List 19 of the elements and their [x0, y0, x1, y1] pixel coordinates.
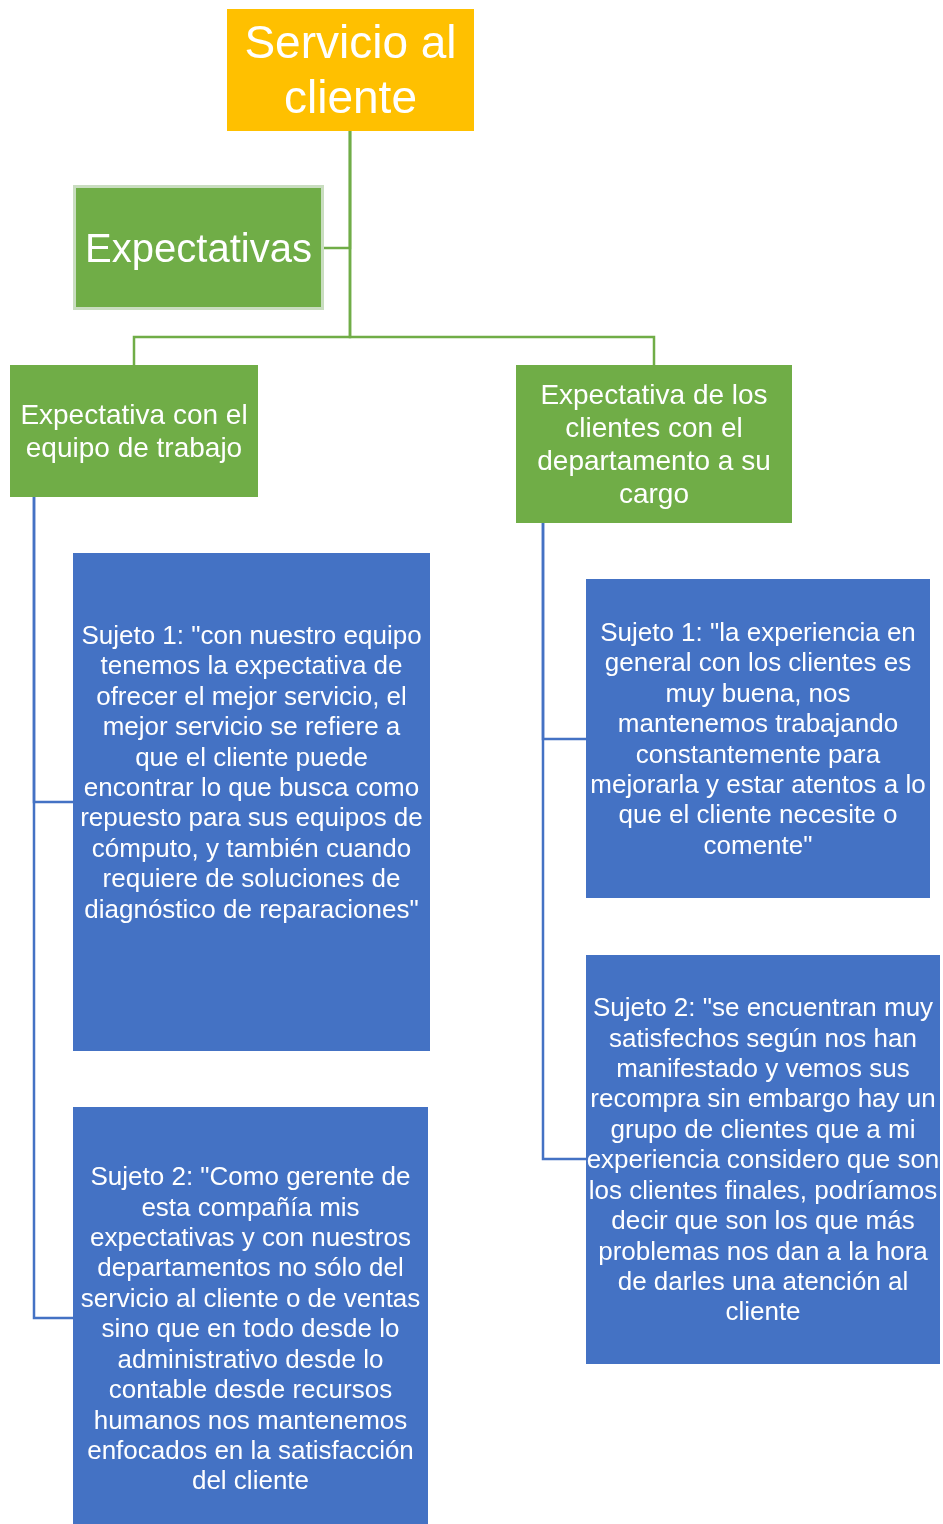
text-box [586, 579, 930, 898]
box-text: Sujeto 2: "Como gerente de esta compañía mis expectativas y con nuestros departamentos no sólo del servicio al cliente o de ventas sino que en todo desde lo administrativo desde lo contable desde recursos humanos nos mantenemos enfocados en la satisfacción del cliente [79, 1161, 422, 1496]
box-text: Expectativa de los clientes con el departamento a su cargo [536, 377, 772, 511]
text-box [73, 185, 324, 310]
text-box [586, 955, 940, 1364]
text-box [73, 553, 430, 1051]
text-box [10, 365, 258, 497]
text-box [227, 9, 474, 131]
text-box [516, 365, 792, 523]
connector-line [32, 497, 73, 1320]
box-text: Sujeto 1: "la experiencia en general con los clientes es muy buena, nos mantenemos trabajando constantemente para mejorarla y estar atentos a lo que el cliente necesite o comente" [590, 616, 926, 861]
connector-line [348, 131, 656, 365]
text-box [73, 1107, 428, 1524]
box-text: Expectativa con el equipo de trabajo [19, 397, 249, 465]
connector-line [541, 523, 586, 1161]
box-text: Expectativas [85, 224, 312, 272]
box-text: Servicio al cliente [243, 14, 458, 125]
box-text: Sujeto 1: "con nuestro equipo tenemos la expectativa de ofrecer el mejor servicio, el mejor servicio se refiere a que el cliente puede encontrar lo que busca como repuesto para sus equipos de cómputo, y también cuando requiere de soluciones de diagnóstico de reparaciones" [79, 619, 424, 925]
box-text: Sujeto 2: "se encuentran muy satisfechos según nos han manifestado y vemos sus recompra sin embargo hay un grupo de clientes que a mi experiencia considero que son los clientes finales, podríamos decir que son los que más problemas nos dan a la hora de darles una atención al cliente [586, 992, 940, 1327]
